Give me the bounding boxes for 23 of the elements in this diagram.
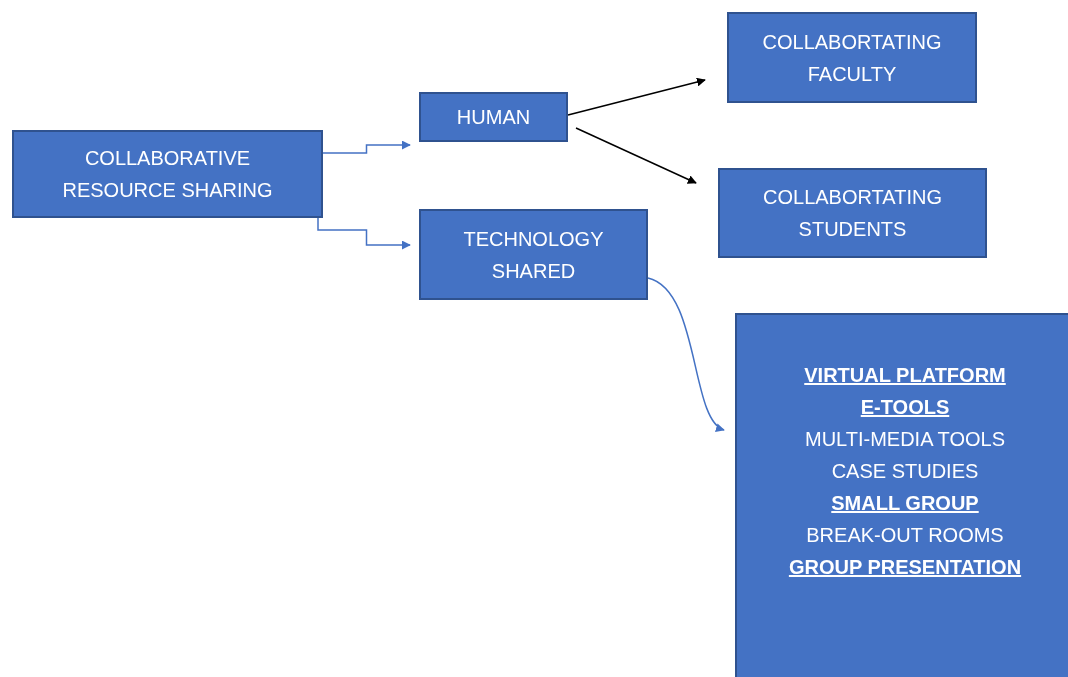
node-text: CASE STUDIES [831,459,979,484]
arrow [575,127,697,184]
heading-text: E-TOOLS [860,395,950,420]
node-text: BREAK-OUT ROOMS [806,523,1004,548]
arrow [647,277,725,431]
arrow [317,217,411,250]
process-box [419,92,568,142]
process-box [718,168,987,258]
node-text: COLLABORATIVE RESOURCE SHARING [61,146,274,203]
node-text: HUMAN [456,105,531,130]
heading-text: SMALL GROUP [831,491,979,516]
node-text: COLLABORTATING STUDENTS [762,185,943,242]
arrow [322,140,411,154]
node-text: TECHNOLOGY SHARED [462,226,605,284]
node-text: COLLABORTATING FACULTY [761,29,943,87]
heading-text: GROUP PRESENTATION [788,555,1022,580]
node-text: MULTI-MEDIA TOOLS [804,427,1005,452]
process-box [419,209,648,300]
process-box [12,130,323,218]
process-box [727,12,977,103]
process-box [735,313,1068,677]
arrow [567,77,706,116]
heading-text: VIRTUAL PLATFORM [804,363,1006,388]
